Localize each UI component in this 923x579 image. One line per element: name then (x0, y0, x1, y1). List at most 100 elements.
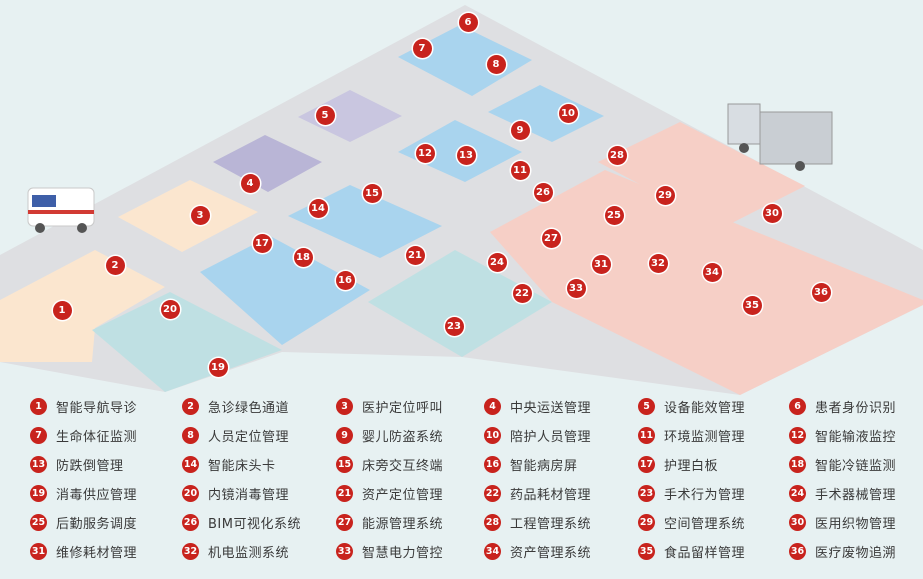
legend-number-badge: 15 (336, 455, 353, 473)
map-marker-36[interactable]: 36 (811, 282, 831, 302)
legend-label: 设备能效管理 (664, 400, 746, 416)
map-marker-3[interactable]: 3 (190, 205, 210, 225)
legend-label: 婴儿防盗系统 (362, 429, 444, 445)
map-marker-15[interactable]: 15 (362, 183, 382, 203)
map-marker-9[interactable]: 9 (510, 120, 530, 140)
map-marker-13[interactable]: 13 (456, 145, 476, 165)
map-marker-33[interactable]: 33 (566, 278, 586, 298)
zone-transport (213, 135, 322, 192)
legend-number-badge: 2 (182, 397, 199, 415)
legend-label: 急诊绿色通道 (208, 400, 290, 416)
map-marker-25[interactable]: 25 (604, 205, 624, 225)
legend-label: 内镜消毒管理 (208, 487, 290, 503)
zone-surgery (368, 250, 552, 357)
map-marker-19[interactable]: 19 (208, 357, 228, 377)
zone-engineering (598, 122, 805, 228)
legend-number-badge: 16 (484, 455, 501, 473)
legend-number-badge: 12 (789, 426, 806, 444)
truck (727, 103, 833, 171)
legend-label: 中央运送管理 (510, 400, 592, 416)
map-marker-32[interactable]: 32 (648, 253, 668, 273)
zone-emergency-left (0, 250, 165, 362)
legend-label: 手术器械管理 (815, 487, 897, 503)
legend-label: 能源管理系统 (362, 516, 444, 532)
legend-label: 消毒供应管理 (56, 487, 138, 503)
map-marker-24[interactable]: 24 (487, 252, 507, 272)
legend-number-badge: 32 (182, 542, 199, 560)
map-marker-35[interactable]: 35 (742, 295, 762, 315)
floor-plan (0, 5, 923, 395)
map-marker-23[interactable]: 23 (444, 316, 464, 336)
map-marker-18[interactable]: 18 (293, 247, 313, 267)
zone-nurse-station (118, 180, 258, 252)
map-marker-30[interactable]: 30 (762, 203, 782, 223)
legend-label: 智慧电力管控 (362, 545, 444, 561)
map-marker-31[interactable]: 31 (591, 254, 611, 274)
map-marker-34[interactable]: 34 (702, 262, 722, 282)
map-marker-6[interactable]: 6 (458, 12, 478, 32)
legend-number-badge: 11 (638, 426, 655, 444)
zone-sterilization (92, 292, 282, 392)
legend-label: 患者身份识别 (815, 400, 897, 416)
legend-label: BIM可视化系统 (208, 516, 301, 532)
legend-number-badge: 8 (182, 426, 199, 444)
map-marker-26[interactable]: 26 (533, 182, 553, 202)
legend-number-badge: 22 (484, 484, 501, 502)
legend-label: 护理白板 (664, 458, 719, 474)
map-marker-27[interactable]: 27 (541, 228, 561, 248)
zone-ward (200, 236, 370, 345)
legend-number-badge: 6 (789, 397, 806, 415)
legend-number-badge: 28 (484, 513, 501, 531)
map-marker-8[interactable]: 8 (486, 54, 506, 74)
legend-number-badge: 10 (484, 426, 501, 444)
map-marker-29[interactable]: 29 (655, 185, 675, 205)
map-marker-5[interactable]: 5 (315, 105, 335, 125)
map-marker-2[interactable]: 2 (105, 255, 125, 275)
legend-item: 7 生命体征监测 (30, 425, 137, 445)
legend-number-badge: 17 (638, 455, 655, 473)
legend-label: 医疗废物追溯 (815, 545, 897, 561)
map-marker-14[interactable]: 14 (308, 198, 328, 218)
legend-item: 5 设备能效管理 (638, 396, 745, 416)
zone-patient-room-top (398, 25, 532, 96)
legend-number-badge: 21 (336, 484, 353, 502)
legend-number-badge: 13 (30, 455, 47, 473)
map-marker-16[interactable]: 16 (335, 270, 355, 290)
map-marker-17[interactable]: 17 (252, 233, 272, 253)
map-marker-7[interactable]: 7 (412, 38, 432, 58)
map-marker-4[interactable]: 4 (240, 173, 260, 193)
legend-label: 食品留样管理 (664, 545, 746, 561)
map-marker-12[interactable]: 12 (415, 143, 435, 163)
legend-number-badge: 19 (30, 484, 47, 502)
map-marker-28[interactable]: 28 (607, 145, 627, 165)
map-marker-11[interactable]: 11 (510, 160, 530, 180)
legend-label: 环境监测管理 (664, 429, 746, 445)
zone-logistics (490, 170, 923, 395)
legend-label: 医用织物管理 (815, 516, 897, 532)
legend-number-badge: 7 (30, 426, 47, 444)
map-marker-21[interactable]: 21 (405, 245, 425, 265)
map-marker-1[interactable]: 1 (52, 300, 72, 320)
legend-number-badge: 23 (638, 484, 655, 502)
legend-label: 生命体征监测 (56, 429, 138, 445)
map-marker-22[interactable]: 22 (512, 283, 532, 303)
legend-number-badge: 20 (182, 484, 199, 502)
legend-item: 20 内镜消毒管理 (182, 483, 289, 503)
legend-number-badge: 5 (638, 397, 655, 415)
legend-number-badge: 35 (638, 542, 655, 560)
map-marker-10[interactable]: 10 (558, 103, 578, 123)
map-marker-20[interactable]: 20 (160, 299, 180, 319)
